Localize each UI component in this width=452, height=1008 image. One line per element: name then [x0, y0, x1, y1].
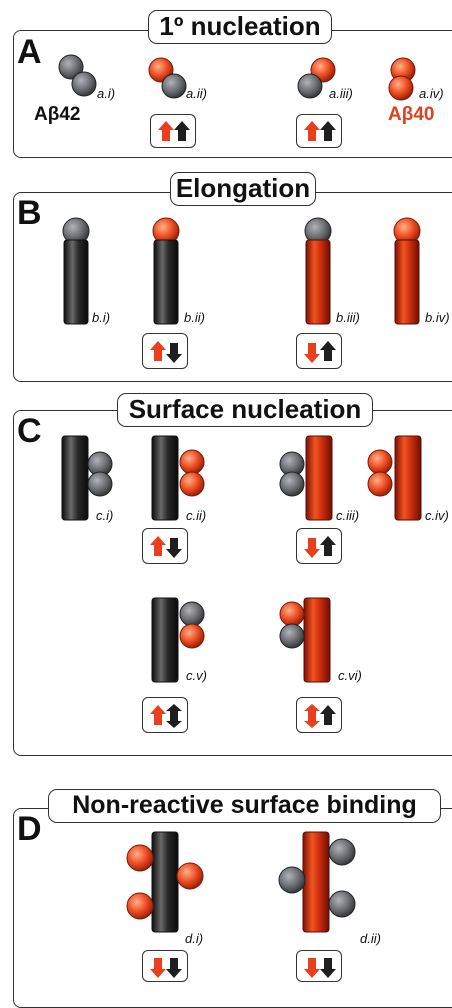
label-a-iv: a.iv)	[419, 86, 444, 101]
monomer-pair-a-i	[58, 54, 97, 97]
fibril-c-i	[61, 435, 113, 521]
fibril-c-iv	[367, 435, 422, 521]
panel-title-elongation: Elongation	[170, 172, 316, 206]
fibril-b-i	[62, 217, 90, 325]
label-a-iii: a.iii)	[329, 86, 353, 101]
monomer-pair-a-ii	[148, 57, 187, 99]
label-b-iii: b.iii)	[336, 310, 360, 325]
arrows-up-updown-icon	[150, 704, 182, 728]
label-b-ii: b.ii)	[184, 310, 205, 325]
panel-title-surface-nucleation: Surface nucleation	[117, 393, 373, 427]
arrows-down-up-icon	[304, 341, 336, 363]
label-c-iii: c.iii)	[336, 508, 360, 523]
direction-indicator-c-v	[142, 697, 188, 733]
arrows-up-down-icon	[150, 341, 182, 363]
label-d-i: d.i)	[185, 931, 204, 946]
fibril-b-iv	[393, 217, 421, 325]
panel-letter-c: C	[17, 412, 42, 450]
fibril-d-i	[126, 831, 204, 933]
arrows-down-down-icon	[304, 958, 336, 978]
fibril-b-iii	[304, 217, 332, 325]
label-c-v: c.v)	[186, 668, 207, 683]
direction-indicator-c-iii	[296, 528, 342, 564]
arrows-down-down-icon	[150, 958, 182, 978]
diagram-artwork	[58, 54, 422, 933]
direction-indicator-d-ii	[296, 950, 342, 982]
direction-indicator-a-ii	[150, 114, 196, 148]
fibril-c-iii	[279, 435, 333, 521]
species-abeta42: Aβ42	[34, 104, 81, 125]
direction-indicator-b-iii	[296, 333, 342, 369]
species-abeta40: Aβ40	[388, 104, 435, 125]
panel-title-primary-nucleation: 1º nucleation	[148, 10, 332, 44]
monomer-pair-a-iii	[297, 57, 336, 99]
monomer-pair-a-iv	[388, 57, 416, 101]
arrows-up-down-icon	[150, 536, 182, 558]
panel-title-non-reactive-binding: Non-reactive surface binding	[48, 789, 441, 823]
label-c-iv: c.iv)	[425, 508, 449, 523]
label-a-ii: a.ii)	[186, 86, 207, 101]
fibril-c-ii	[151, 435, 205, 521]
label-b-iv: b.iv)	[425, 310, 450, 325]
label-b-i: b.i)	[92, 310, 111, 325]
fibril-d-ii	[278, 831, 356, 933]
label-d-ii: d.ii)	[360, 931, 381, 946]
label-c-ii: c.ii)	[186, 508, 207, 523]
panel-letter-b: B	[17, 194, 42, 232]
fibril-c-v	[151, 597, 205, 683]
panel-letter-a: A	[17, 33, 42, 71]
arrows-updown-up-icon	[304, 704, 336, 728]
label-c-vi: c.vi)	[338, 668, 362, 683]
direction-indicator-c-ii	[142, 528, 188, 564]
fibril-c-vi	[279, 597, 331, 683]
arrows-up-up-icon	[158, 121, 190, 141]
fibril-b-ii	[152, 217, 180, 325]
direction-indicator-c-vi	[296, 697, 342, 733]
direction-indicator-d-i	[142, 950, 188, 982]
direction-indicator-a-iii	[296, 114, 342, 148]
arrows-up-up-icon	[304, 121, 336, 141]
label-a-i: a.i)	[97, 86, 116, 101]
arrows-down-up-icon	[304, 536, 336, 558]
label-c-i: c.i)	[96, 508, 114, 523]
direction-indicator-b-ii	[142, 333, 188, 369]
panel-letter-d: D	[17, 810, 42, 848]
